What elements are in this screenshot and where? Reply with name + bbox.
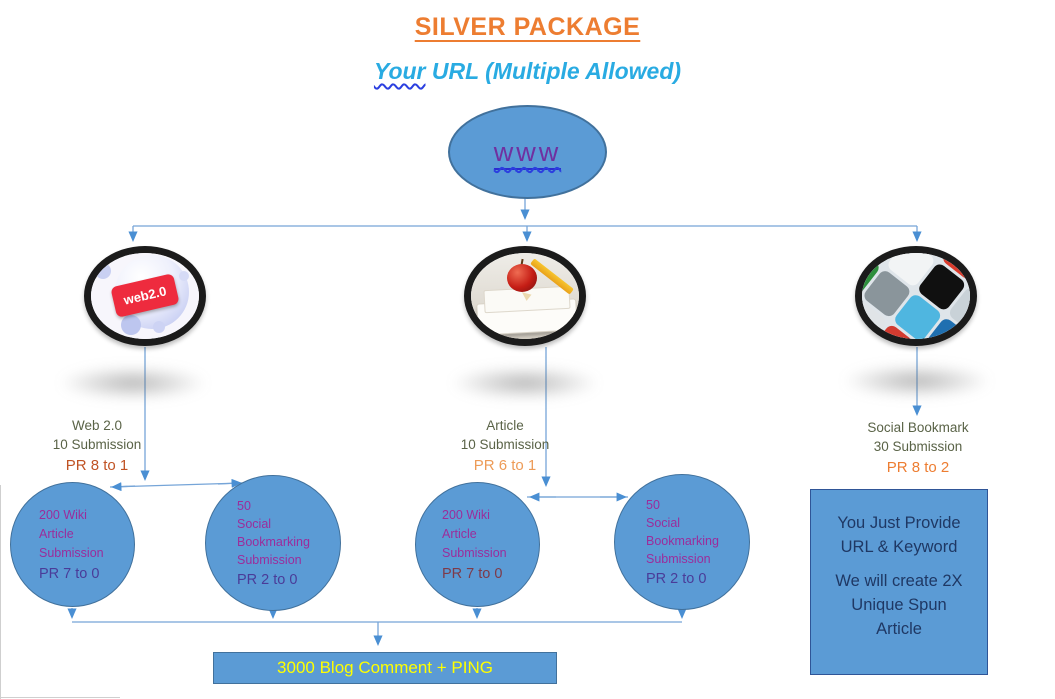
info-line: Unique Spun [851,596,947,614]
info-line: We will create 2X [835,572,963,590]
branch-pr: PR 8 to 1 [65,457,129,474]
shadow-blob [450,366,600,400]
circle-pr: PR 2 to 0 [646,570,707,587]
article-branch-label: Article 10 Submission PR 6 to 1 [425,416,585,475]
web20-image-node: web2.0 [84,246,206,346]
info-line: Article [876,620,922,638]
circle-line: Social [237,516,272,531]
wiki-article-circle-1: 200 Wiki Article Submission PR 7 to 0 [10,482,135,607]
social-branch-label: Social Bookmark 30 Submission PR 8 to 2 [838,418,998,477]
circle-line: Submission [237,552,302,567]
subtitle-word-your: Your [373,58,426,84]
shadow-blob [842,364,992,398]
www-label: www [493,136,562,170]
page-title: SILVER PACKAGE [414,13,641,41]
circle-line: Social [646,515,681,530]
circle-line: 50 [237,498,251,513]
circle-line: Bookmarking [237,534,310,549]
branch-line: Web 2.0 [71,418,123,433]
wiki-article-circle-2: 200 Wiki Article Submission PR 7 to 0 [415,482,540,607]
social-bookmarking-circle-1: 50 Social Bookmarking Submission PR 2 to… [205,475,341,611]
branch-pr: PR 8 to 2 [886,459,950,476]
article-image-node [464,246,586,346]
circle-pr: PR 7 to 0 [39,565,100,582]
info-box: You Just Provide URL & Keyword We will c… [810,489,988,675]
article-books-apple-image [471,253,579,339]
circle-line: Submission [442,545,507,560]
circle-pr: PR 7 to 0 [442,565,503,582]
social-bookmark-image-node [855,246,977,346]
circle-pr: PR 2 to 0 [237,571,298,588]
circle-line: Article [39,526,74,541]
branch-pr: PR 6 to 1 [473,457,537,474]
social-bookmark-collage-image [862,253,970,339]
page-edge-line [0,697,120,698]
page-edge-line [0,485,1,699]
circle-line: Bookmarking [646,533,719,548]
web20-branch-label: Web 2.0 10 Submission PR 8 to 1 [17,416,177,475]
shadow-blob [58,366,208,400]
info-line: URL & Keyword [840,538,958,556]
page-subtitle: Your URL (Multiple Allowed) [0,58,1055,85]
branch-line: 10 Submission [52,437,142,452]
root-url-node: www [448,105,607,199]
circle-line: 200 Wiki [39,507,87,522]
circle-line: Submission [646,551,711,566]
circle-line: 200 Wiki [442,507,490,522]
branch-line: 10 Submission [460,437,550,452]
branch-line: Article [486,418,524,433]
info-line: You Just Provide [837,514,961,532]
circle-line: Submission [39,545,104,560]
blog-comment-banner: 3000 Blog Comment + PING [213,652,557,684]
circle-line: Article [442,526,477,541]
banner-label: 3000 Blog Comment + PING [277,658,493,677]
social-bookmarking-circle-2: 50 Social Bookmarking Submission PR 2 to… [614,474,750,610]
web20-bubbles-image: web2.0 [91,253,199,339]
branch-line: 30 Submission [873,439,963,454]
branch-line: Social Bookmark [867,420,969,435]
circle-line: 50 [646,497,660,512]
subtitle-rest: URL (Multiple Allowed) [425,58,682,84]
